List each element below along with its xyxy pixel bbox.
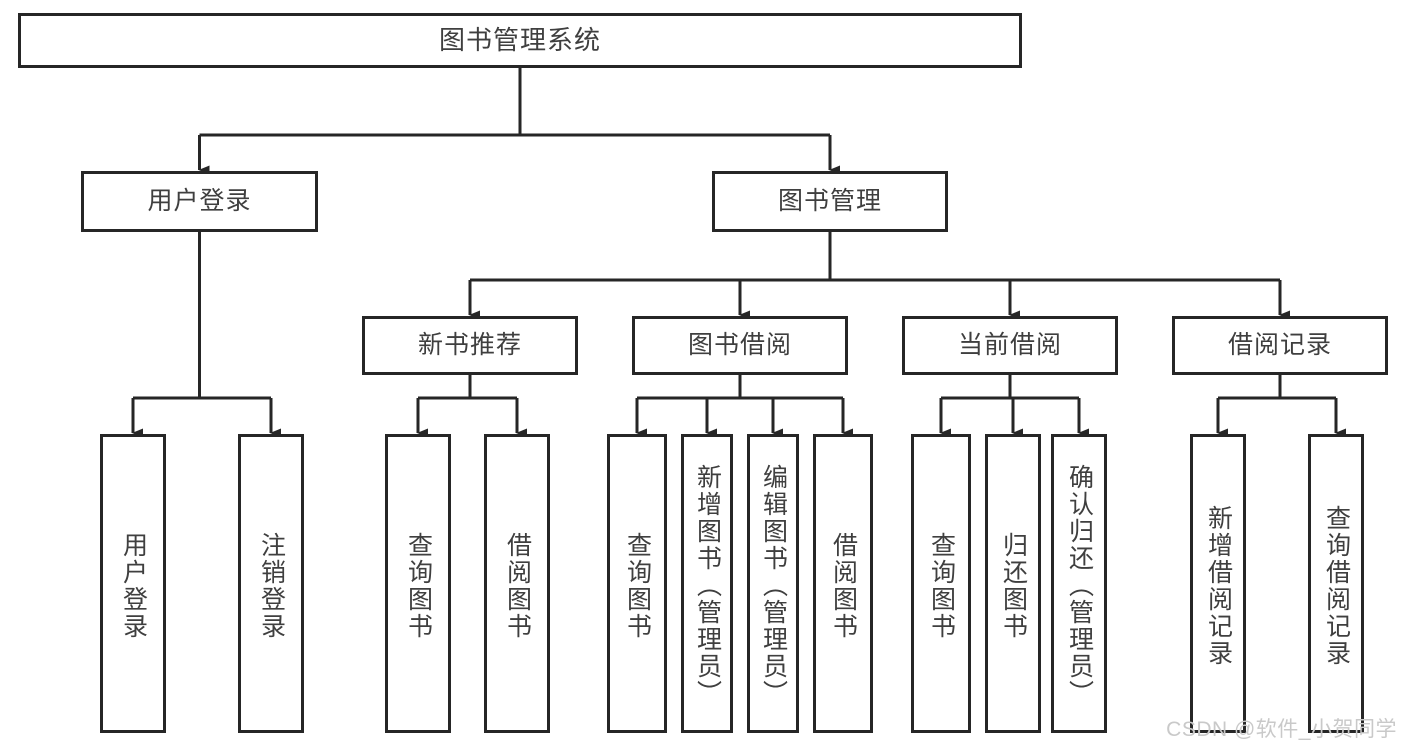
node-borrow-record[interactable]: 借阅记录 [1172,316,1388,375]
node-label: 图书管理 [777,186,882,215]
node-new-book-rec[interactable]: 新书推荐 [362,316,578,375]
node-leaf-br-add[interactable]: 新增借阅记录 [1190,434,1246,733]
node-label: 确认归还（管理员） [1065,464,1094,707]
node-root[interactable]: 图书管理系统 [18,13,1022,68]
node-leaf-rec-borrow[interactable]: 借阅图书 [484,434,550,733]
node-leaf-bb-borrow[interactable]: 借阅图书 [813,434,873,733]
node-label: 归还图书 [999,531,1028,640]
node-leaf-user-login[interactable]: 用户登录 [100,434,166,733]
node-leaf-bb-edit[interactable]: 编辑图书（管理员） [747,434,799,733]
node-label: 新增图书（管理员） [693,464,722,707]
node-leaf-user-logout[interactable]: 注销登录 [238,434,304,733]
node-leaf-bb-query[interactable]: 查询图书 [607,434,667,733]
node-label: 编辑图书（管理员） [759,464,788,707]
node-leaf-cb-return[interactable]: 归还图书 [985,434,1041,733]
node-leaf-br-query[interactable]: 查询借阅记录 [1308,434,1364,733]
node-label: 新书推荐 [417,330,522,359]
node-book-borrow[interactable]: 图书借阅 [632,316,848,375]
watermark: CSDN @软件_小贺同学 [1166,718,1397,741]
node-label: 用户登录 [119,531,148,640]
node-label: 借阅图书 [829,531,858,640]
node-label: 当前借阅 [957,330,1062,359]
node-leaf-cb-confirm[interactable]: 确认归还（管理员） [1051,434,1107,733]
node-label: 注销登录 [257,531,286,640]
node-label: 图书借阅 [687,330,792,359]
node-leaf-rec-query[interactable]: 查询图书 [385,434,451,733]
node-leaf-bb-add[interactable]: 新增图书（管理员） [681,434,733,733]
node-user-login[interactable]: 用户登录 [81,171,318,232]
node-label: 查询图书 [404,531,433,640]
node-label: 用户登录 [147,186,252,215]
node-label: 新增借阅记录 [1204,504,1233,667]
node-current-borrow[interactable]: 当前借阅 [902,316,1118,375]
node-label: 图书管理系统 [438,25,601,56]
node-book-manage[interactable]: 图书管理 [712,171,948,232]
node-label: 查询图书 [927,531,956,640]
node-label: 查询借阅记录 [1322,504,1351,667]
node-label: 查询图书 [623,531,652,640]
node-label: 借阅记录 [1227,330,1332,359]
node-leaf-cb-query[interactable]: 查询图书 [911,434,971,733]
node-label: 借阅图书 [503,531,532,640]
